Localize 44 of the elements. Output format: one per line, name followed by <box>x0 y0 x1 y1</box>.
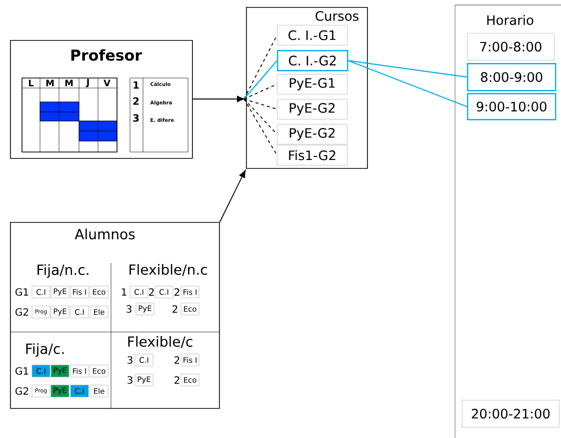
count-label: 3 <box>128 356 132 364</box>
count-label: 2 <box>174 356 180 364</box>
connector <box>244 98 278 156</box>
day-label: J <box>86 78 89 88</box>
slot-box: C. I.-G2 <box>277 50 348 72</box>
connector <box>348 60 468 78</box>
section-title: Fija/n.c. <box>38 264 88 278</box>
count-label: 2 <box>172 305 178 313</box>
slot-box: Fis1-G2 <box>277 145 348 166</box>
slot-box: 9:00-10:00 <box>467 93 556 120</box>
connector <box>244 34 278 100</box>
day-label: V <box>104 80 110 86</box>
count-label: 3 <box>126 305 132 313</box>
day-label: L <box>28 80 34 86</box>
slot-box: C. I.-G1 <box>277 25 348 46</box>
section-title: Fija/c. <box>26 343 64 357</box>
slot-box: 20:00-21:00 <box>462 400 560 428</box>
slot-box: PyE-G2 <box>277 99 348 120</box>
group-label: G2 <box>16 387 28 395</box>
group-label: G1 <box>16 367 28 375</box>
connector <box>244 98 278 135</box>
connector <box>244 60 278 100</box>
count-label: 2 <box>174 288 180 296</box>
count-label: 2 <box>149 288 154 296</box>
connector <box>244 98 278 110</box>
slot-box: 8:00-9:00 <box>467 63 556 92</box>
count-label: 3 <box>128 376 132 384</box>
day-label: M <box>65 80 73 86</box>
slot-box: PyE-G2 <box>277 124 348 144</box>
connector <box>219 170 246 222</box>
section-title: Flexible/c <box>128 336 192 348</box>
list-number: 3 <box>133 114 139 122</box>
list-number: 1 <box>134 81 139 89</box>
connector <box>192 96 245 102</box>
group-label: G1 <box>16 288 28 296</box>
count-label: 2 <box>174 376 180 384</box>
list-number: 2 <box>133 97 139 105</box>
section-title: Flexible/n.c <box>130 264 207 276</box>
connector <box>348 60 468 108</box>
group-label: G2 <box>16 308 28 316</box>
slot-box: PyE-G1 <box>277 74 348 94</box>
day-label: M <box>46 80 54 86</box>
count-label: 1 <box>122 288 126 296</box>
slot-box: 7:00-8:00 <box>467 33 554 60</box>
